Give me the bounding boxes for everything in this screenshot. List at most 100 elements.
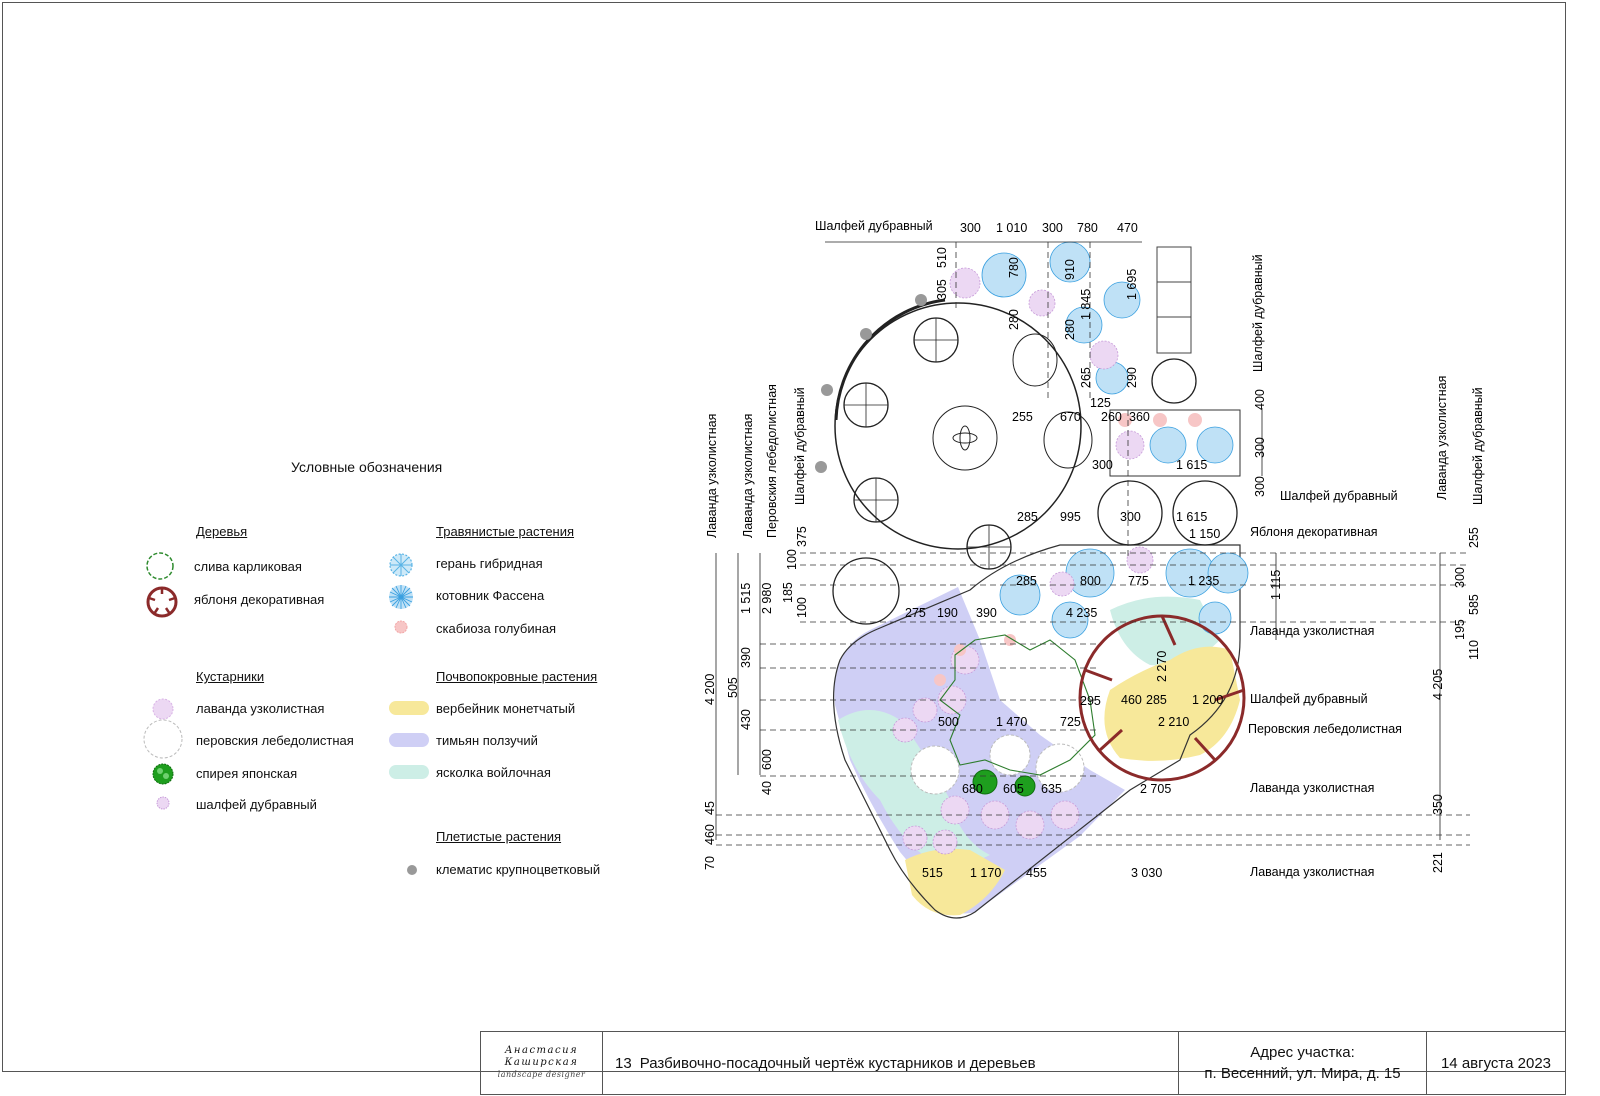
- dim-inner-43: 680: [962, 782, 983, 796]
- legend-groundcover-cerastium: ясколка войлочная: [436, 765, 551, 780]
- right-dimensions: 255 300 585 195 110 4 205 350 221: [1431, 527, 1481, 873]
- pergola-arc: [834, 298, 946, 421]
- lysimachia-zone-bottom: [905, 848, 1005, 916]
- dim-left-0: 375: [795, 526, 809, 547]
- dim-top-4: 470: [1117, 221, 1138, 235]
- dim-inner-15: 300: [1092, 458, 1113, 472]
- dim-inner-48: 1 170: [970, 866, 1001, 880]
- legend-title: Условные обозначения: [291, 459, 443, 475]
- label-left-v2: Лаванда узколистная: [741, 414, 755, 538]
- dim-inner-16: 1 615: [1176, 458, 1207, 472]
- dim-left-11: 40: [760, 781, 774, 795]
- geranium-icon: [389, 553, 413, 577]
- drawing-frame: [2, 2, 1566, 1072]
- dim-inner-44: 605: [1003, 782, 1024, 796]
- dim-inner-46: 2 705: [1140, 782, 1171, 796]
- dim-inner-30: 275: [905, 606, 926, 620]
- dim-inner-24: 1 150: [1189, 527, 1220, 541]
- legend-climbers-heading: Плетистые растения: [436, 829, 562, 844]
- label-top-left-sage: Шалфей дубравный: [815, 219, 933, 233]
- patio-circle: [834, 302, 1082, 550]
- dim-right-1: 300: [1453, 567, 1467, 588]
- address-label: Адрес участка:: [1250, 1044, 1355, 1061]
- logo-signature: landscape designer: [497, 1070, 586, 1079]
- date-cell: 14 августа 2023: [1427, 1032, 1565, 1094]
- legend-trees-heading: Деревья: [196, 524, 248, 539]
- scabiosa-icon: [394, 620, 408, 634]
- label-right-lavender-1: Лаванда узколистная: [1250, 624, 1374, 638]
- dim-left-12: 45: [703, 801, 717, 815]
- dim-inner-29: 1 115: [1269, 570, 1283, 600]
- label-left-v1: Лаванда узколистная: [705, 414, 719, 538]
- dim-right-5: 4 205: [1431, 669, 1445, 700]
- dim-inner-19: 300: [1253, 476, 1267, 497]
- label-right-lavender-3: Лаванда узколистная: [1250, 865, 1374, 879]
- designer-logo: Анастасия Каширская landscape designer: [481, 1032, 603, 1094]
- label-right-perovskia: Перовския лебедолистная: [1248, 722, 1402, 736]
- dimension-lines: [715, 241, 1441, 840]
- dim-left-13: 460: [703, 824, 717, 845]
- dim-inner-50: 3 030: [1131, 866, 1162, 880]
- label-right-sage-2: Шалфей дубравный: [1250, 692, 1368, 706]
- logo-name-first: Анастасия: [504, 1045, 579, 1056]
- label-left-v4: Шалфей дубравный: [793, 387, 807, 505]
- legend-herb-scabiosa: скабиоза голубиная: [436, 621, 557, 636]
- dim-inner-36: 460: [1121, 693, 1142, 707]
- dim-left-7: 505: [726, 677, 740, 698]
- legend-shrub-sage: шалфей дубравный: [196, 797, 317, 812]
- dim-inner-32: 390: [976, 606, 997, 620]
- dim-top-2: 300: [1042, 221, 1063, 235]
- dim-right-4: 110: [1467, 640, 1481, 660]
- dim-left-14: 70: [703, 856, 717, 870]
- dim-right-7: 221: [1431, 852, 1445, 873]
- plum-tree-icon: [146, 552, 174, 580]
- parasol-ribs: [844, 318, 1011, 569]
- dim-inner-31: 190: [937, 606, 958, 620]
- legend-shrub-lavender: лаванда узколистная: [196, 701, 325, 716]
- legend-groundcover-thyme: тимьян ползучий: [436, 733, 538, 748]
- dim-inner-3: 910: [1063, 259, 1077, 280]
- dim-inner-34: 2 270: [1155, 651, 1169, 682]
- dim-left-2: 185: [781, 582, 795, 603]
- dim-inner-20: 285: [1017, 510, 1038, 524]
- title-block: Анастасия Каширская landscape designer 1…: [480, 1031, 1566, 1095]
- table-circle: [932, 405, 998, 471]
- dim-inner-28: 1 235: [1188, 574, 1219, 588]
- dim-inner-42: 2 210: [1158, 715, 1189, 729]
- label-vert-sage-top-right: Шалфей дубравный: [1251, 254, 1265, 372]
- parasol-icons: [843, 317, 1012, 570]
- bed-outline: [832, 544, 1241, 919]
- dim-inner-8: 265: [1079, 367, 1093, 388]
- dim-top-1: 1 010: [996, 221, 1027, 235]
- cerastium-zone-left: [838, 710, 990, 864]
- logo-name-last: Каширская: [504, 1057, 579, 1068]
- address-value: п. Весенний, ул. Мира, д. 15: [1204, 1065, 1401, 1082]
- bed-rect-top-right: [1109, 409, 1241, 477]
- left-dimensions: 375 100 185 100 1 515 2 980 390 505 430 …: [703, 526, 809, 870]
- address-cell: Адрес участка: п. Весенний, ул. Мира, д.…: [1179, 1032, 1427, 1094]
- dim-inner-27: 775: [1128, 574, 1149, 588]
- dim-left-6: 390: [739, 647, 753, 668]
- dim-inner-26: 800: [1080, 574, 1101, 588]
- dim-top-3: 780: [1077, 221, 1098, 235]
- cerastium-swatch: [389, 765, 429, 779]
- dim-inner-25: 285: [1016, 574, 1037, 588]
- legend-herbs-heading: Травянистые растения: [436, 524, 575, 539]
- dim-right-0: 255: [1467, 527, 1481, 548]
- dim-inner-10: 125: [1090, 396, 1111, 410]
- hedge-line: [939, 634, 1096, 776]
- pod-chairs: [1012, 333, 1093, 469]
- catmint-plants: [981, 241, 1249, 639]
- clematis-plants: [815, 294, 927, 473]
- lavender-icon: [152, 698, 174, 720]
- dim-right-2: 585: [1467, 594, 1481, 615]
- dim-inner-45: 635: [1041, 782, 1062, 796]
- dim-left-9: 4 200: [703, 674, 717, 705]
- label-right-apple: Яблоня декоративная: [1250, 525, 1378, 539]
- dim-right-3: 195: [1453, 619, 1467, 640]
- planting-plan: Шалфей дубравный Шалфей дубравный Шалфей…: [703, 219, 1485, 919]
- dashed-guides: [716, 242, 1470, 846]
- dim-inner-49: 455: [1026, 866, 1047, 880]
- legend-tree-apple: яблоня декоративная: [194, 592, 325, 607]
- legend-herb-geranium: герань гибридная: [436, 556, 543, 571]
